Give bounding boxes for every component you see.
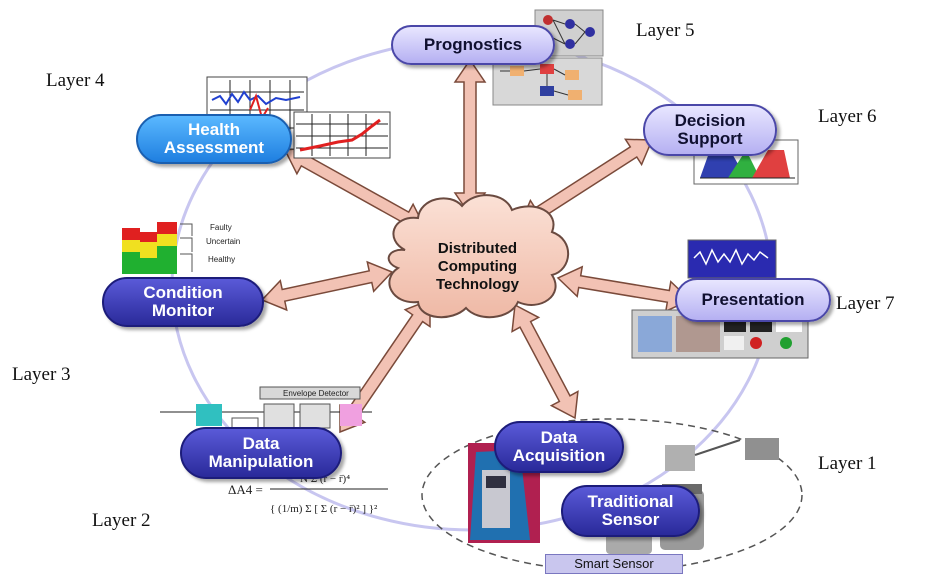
layer-7-label: Layer 7 [836, 293, 895, 314]
condition-bars-image [122, 222, 193, 274]
sensor-line-2: Sensor [601, 510, 660, 529]
block-diagram-image [492, 57, 603, 106]
faulty-label: Faulty [210, 223, 232, 232]
central-cloud [387, 194, 570, 319]
condition-line-2: Monitor [151, 301, 215, 320]
center-line-1: Distributed [437, 240, 518, 257]
arrow-to-presentation [556, 265, 692, 313]
presentation-label: Presentation [701, 290, 805, 310]
accelerometer-photo [665, 438, 779, 471]
center-line-2: Computing [437, 258, 518, 275]
arrow-to-data-acquisition [511, 303, 579, 420]
smart-sensor-label: Smart Sensor [545, 554, 683, 574]
oscilloscope-image [687, 239, 777, 279]
layer-4-label: Layer 4 [46, 70, 105, 91]
layer-1-label: Layer 1 [818, 453, 877, 474]
layer-3-label: Layer 3 [12, 364, 71, 385]
sensor-line-1: Traditional [587, 492, 674, 512]
healthy-label: Healthy [208, 255, 235, 264]
center-line-3: Technology [435, 276, 520, 293]
decision-line-1: Decision [674, 111, 746, 131]
node-presentation[interactable]: Presentation [675, 278, 831, 322]
health-line-2: Assessment [163, 138, 265, 157]
acquisition-line-1: Data [540, 428, 578, 448]
manipulation-line-2: Manipulation [208, 452, 314, 471]
arrow-to-data-manipulation [339, 298, 431, 434]
prognostics-label: Prognostics [423, 35, 523, 55]
arrow-to-health-assessment [283, 146, 427, 232]
uncertain-label: Uncertain [206, 237, 240, 246]
decision-line-2: Support [677, 129, 743, 148]
manipulation-line-1: Data [242, 434, 280, 454]
envelope-detector-label: Envelope Detector [283, 389, 349, 398]
layer-2-label: Layer 2 [92, 510, 151, 531]
layer-6-label: Layer 6 [818, 106, 877, 127]
node-prognostics[interactable]: Prognostics [391, 25, 555, 65]
formula-image: ΔA4 = N Σ (r − r̄)⁴ { (1/m) Σ [ Σ (r − r… [228, 473, 388, 515]
layer-5-label: Layer 5 [636, 20, 695, 41]
condition-line-1: Condition [143, 283, 223, 303]
arrow-to-prognostics [453, 58, 487, 217]
signal-processing-image [160, 386, 372, 429]
svg-text:ΔA4 =: ΔA4 = [228, 482, 263, 497]
arrow-to-condition-monitor [260, 260, 394, 312]
distributed-computing-label: Distributed Computing Technology [400, 240, 555, 294]
acquisition-line-2: Acquisition [512, 446, 606, 465]
svg-text:{ (1/m) Σ [ Σ (r − r̄)² ] }²: { (1/m) Σ [ Σ (r − r̄)² ] }² [270, 503, 378, 515]
health-line-1: Health [188, 120, 240, 140]
